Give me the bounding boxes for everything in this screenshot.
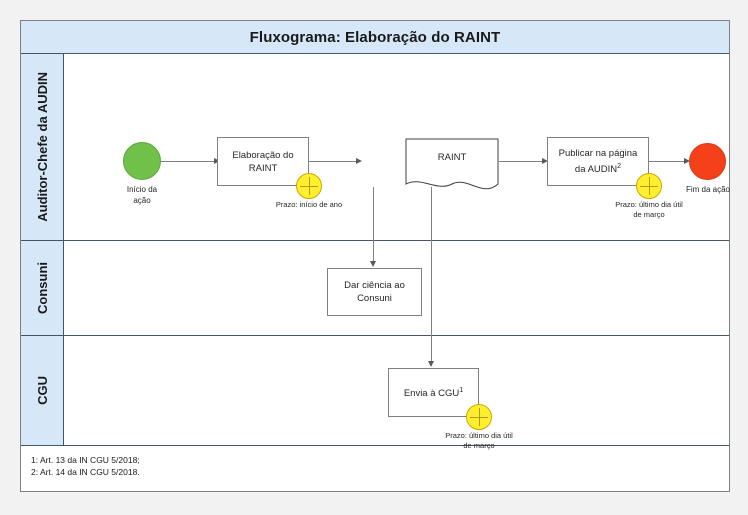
footnotes-area: 1: Art. 13 da IN CGU 5/2018; 2: Art. 14 … bbox=[21, 446, 729, 492]
page-title: Fluxograma: Elaboração do RAINT bbox=[249, 28, 501, 46]
document-raint[interactable]: RAINT bbox=[405, 138, 499, 194]
timer-caption-publicar-line2: de março bbox=[633, 210, 665, 219]
timer-icon-cgu[interactable] bbox=[466, 404, 492, 430]
swimlane-consuni: Consuni Dar ciência ao Consuni bbox=[21, 241, 729, 336]
connector-raint-to-consuni-segment2 bbox=[373, 241, 374, 262]
lane-header-cgu: CGU bbox=[21, 336, 64, 445]
timer-icon-publicar[interactable] bbox=[636, 173, 662, 199]
arrowhead-raint-to-cgu bbox=[428, 361, 434, 367]
connector-raint-to-cgu-segment3 bbox=[431, 336, 432, 362]
lane-body-cgu: Envia à CGU1 Prazo: último dia útil de m… bbox=[64, 336, 729, 450]
arrowhead-raint-to-publicar bbox=[542, 157, 548, 164]
lane-label-audin: Auditor-Chefe da AUDIN bbox=[34, 72, 50, 222]
task-publicar-line2: da AUDIN bbox=[574, 164, 618, 176]
task-consuni-label: Dar ciência ao Consuni bbox=[340, 279, 409, 305]
timer-icon-elaboracao[interactable] bbox=[296, 173, 322, 199]
end-event-caption: Fim da ação bbox=[685, 185, 731, 194]
lane-body-audin: Início da ação Elaboração do RAINT Prazo… bbox=[64, 54, 730, 241]
swimlane-cgu: CGU Envia à CGU1 Prazo: último dia útil … bbox=[21, 336, 729, 450]
task-publicar-label: Publicar na página da AUDIN2 bbox=[555, 147, 642, 176]
task-elaboracao-line1: Elaboração do bbox=[232, 149, 294, 161]
connector-raint-to-cgu-segment2 bbox=[431, 241, 432, 336]
task-consuni-line1: Dar ciência ao bbox=[344, 280, 405, 291]
timer-caption-cgu: Prazo: último dia útil de março bbox=[419, 431, 539, 451]
lane-body-consuni: Dar ciência ao Consuni bbox=[64, 241, 729, 336]
task-publicar-line1: Publicar na página bbox=[558, 147, 638, 159]
arrowhead-publicar-to-end bbox=[684, 157, 690, 164]
task-envia-a-cgu[interactable]: Envia à CGU1 bbox=[388, 368, 479, 417]
start-event-caption-line1: Início da bbox=[126, 185, 158, 194]
task-dar-ciencia-ao-consuni[interactable]: Dar ciência ao Consuni bbox=[327, 268, 422, 316]
lane-header-consuni: Consuni bbox=[21, 241, 64, 335]
timer-caption-publicar-line1: Prazo: último dia útil bbox=[615, 200, 683, 209]
task-cgu-superscript: 1 bbox=[459, 387, 464, 395]
task-publicar-superscript: 2 bbox=[617, 162, 622, 170]
start-event-circle[interactable] bbox=[123, 142, 161, 180]
connector-raint-to-cgu-segment1 bbox=[431, 187, 432, 241]
start-event-caption-line2: ação bbox=[133, 196, 151, 205]
footnote-1: 1: Art. 13 da IN CGU 5/2018; bbox=[31, 455, 140, 465]
timer-caption-cgu-line2: de março bbox=[463, 441, 495, 450]
connector-publicar-to-end bbox=[649, 161, 685, 162]
timer-caption-publicar: Prazo: último dia útil de março bbox=[589, 200, 709, 220]
document-raint-label: RAINT bbox=[437, 152, 467, 163]
task-elaboracao-do-raint[interactable]: Elaboração do RAINT bbox=[217, 137, 309, 186]
task-consuni-line2: Consuni bbox=[357, 293, 392, 304]
lane-label-consuni: Consuni bbox=[34, 262, 50, 314]
start-event-caption: Início da ação bbox=[108, 184, 176, 206]
end-event-circle[interactable] bbox=[689, 143, 726, 180]
lane-label-cgu: CGU bbox=[34, 376, 50, 405]
connector-raint-to-consuni-segment1 bbox=[373, 187, 374, 241]
task-publicar-na-pagina-audin[interactable]: Publicar na página da AUDIN2 bbox=[547, 137, 649, 186]
arrowhead-elaboracao-to-raint bbox=[356, 157, 362, 164]
connector-start-to-elaboracao bbox=[161, 161, 215, 162]
connector-raint-to-publicar bbox=[499, 161, 543, 162]
flowchart-frame: Fluxograma: Elaboração do RAINT Auditor-… bbox=[20, 20, 730, 492]
connector-elaboracao-to-raint bbox=[309, 161, 357, 162]
timer-caption-elaboracao: Prazo: início de ano bbox=[275, 200, 343, 209]
footnote-2: 2: Art. 14 da IN CGU 5/2018. bbox=[31, 467, 140, 477]
diagram-title-band: Fluxograma: Elaboração do RAINT bbox=[21, 21, 729, 54]
task-elaboracao-line2: RAINT bbox=[248, 162, 278, 174]
arrowhead-raint-to-consuni bbox=[370, 261, 376, 267]
task-elaboracao-label: Elaboração do RAINT bbox=[228, 149, 297, 175]
swimlane-audin: Auditor-Chefe da AUDIN Início da ação El… bbox=[21, 54, 730, 241]
lane-header-audin: Auditor-Chefe da AUDIN bbox=[21, 54, 64, 240]
task-cgu-line1: Envia à CGU bbox=[403, 388, 460, 400]
timer-caption-cgu-line1: Prazo: último dia útil bbox=[445, 431, 513, 440]
task-cgu-label: Envia à CGU1 bbox=[400, 384, 467, 400]
